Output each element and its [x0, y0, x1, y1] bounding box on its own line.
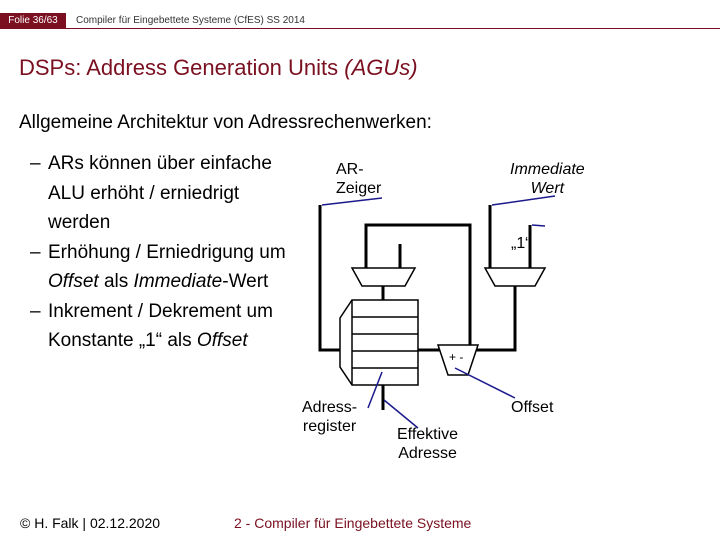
bullet-emphasis: Offset: [196, 330, 248, 351]
immediate-label-line: Immediate: [510, 161, 585, 178]
title-emphasis: (AGUs): [344, 55, 418, 80]
course-title: Compiler für Eingebettete Systeme (CfES)…: [76, 15, 305, 26]
bullet-item: –ARs können über einfache ALU erhöht / e…: [30, 149, 292, 238]
bullet-list: –ARs können über einfache ALU erhöht / e…: [30, 149, 292, 356]
adressregister-label-line: register: [302, 418, 357, 435]
adressregister-pointer-line: [367, 371, 383, 409]
offset-label: Offset: [511, 399, 554, 416]
ar-zeiger-label-line: AR-: [336, 161, 364, 178]
footer-author-date: © H. Falk | 02.12.2020: [20, 515, 161, 531]
footer-chapter: 2 - Compiler für Eingebettete Systeme: [234, 515, 472, 531]
immediate-pointer-line: [491, 195, 556, 206]
effektive-adresse-label-line: Effektive: [397, 426, 459, 443]
bullet-text: Erhöhung / Erniedrigung um: [48, 241, 286, 263]
effektive-adresse-label-line: Adresse: [398, 445, 457, 462]
bullet-item: –Inkrement / Dekrement um Konstante „1“ …: [30, 297, 292, 356]
offset-mux-out-wire: [475, 286, 517, 352]
bullet-item: –Erhöhung / Erniedrigung um Offset als I…: [30, 238, 292, 297]
slide-number: Folie 36/63: [0, 13, 66, 29]
bullet-emphasis: Immediate: [133, 271, 223, 292]
title-main: DSPs: Address Generation Units: [19, 55, 345, 80]
constant-one-label: „1“: [511, 235, 531, 252]
page-title: DSPs: Address Generation Units (AGUs): [19, 55, 418, 81]
immediate-label-line: Wert: [530, 180, 565, 197]
bullet-text: als: [98, 271, 134, 292]
offset-pointer-line: [454, 367, 516, 399]
bullet-dash: –: [30, 300, 41, 322]
ar-pointer-wire: [318, 205, 340, 352]
ar-zeiger-pointer-line: [321, 197, 383, 206]
offset-multiplexer: [483, 267, 547, 287]
bullet-emphasis: Offset: [48, 271, 99, 292]
feedback-wire: [364, 223, 472, 345]
one-pointer-line: [531, 224, 546, 227]
bullet-text: -Wert: [222, 271, 269, 292]
ar-zeiger-label-line: Zeiger: [336, 180, 382, 197]
effektive-pointer-line: [383, 399, 419, 429]
subtitle: Allgemeine Architektur von Adressrechenw…: [19, 112, 432, 133]
ar-multiplexer: [350, 267, 417, 287]
header-divider: [66, 28, 720, 29]
bullet-text: Inkrement / Dekrement um Konstante „1“ a…: [48, 300, 273, 352]
adressregister-label: Adress-register: [302, 398, 357, 436]
bullet-dash: –: [30, 153, 41, 174]
plus-minus-label: + -: [449, 350, 464, 364]
header-bar: Folie 36/63 Compiler für Eingebettete Sy…: [0, 0, 720, 30]
bullet-dash: –: [30, 241, 41, 263]
ar-zeiger-label: AR- Zeiger: [336, 160, 381, 198]
adressregister-label-line: Adress-: [302, 399, 358, 416]
bullet-text: ARs können über einfache ALU erhöht / er…: [48, 153, 272, 233]
address-register-file: [339, 299, 419, 386]
